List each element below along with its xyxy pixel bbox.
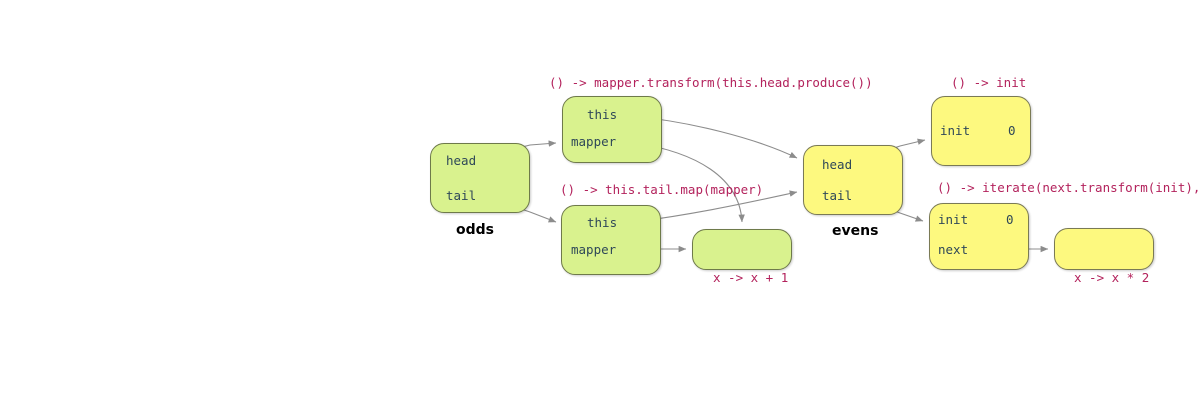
lambda-init-field-init-name: init [940,123,971,138]
node-evens[interactable] [803,145,903,215]
caption-plus-one: x -> x + 1 [713,270,789,285]
node-odds[interactable] [430,143,530,213]
lambda-map-field-this-name: this [587,215,618,230]
caption-odds: odds [456,222,494,238]
label-lambda-transform: () -> mapper.transform(this.head.produce… [549,75,873,90]
odds-field-tail-name: tail [446,188,477,203]
odds-field-head-name: head [446,153,477,168]
node-times-two[interactable] [1054,228,1154,270]
lambda-transform-field-this-name: this [587,107,618,122]
node-lambda-map[interactable] [561,205,661,275]
evens-field-head-name: head [822,157,853,172]
evens-field-tail-name: tail [822,188,853,203]
caption-evens: evens [832,223,879,239]
label-lambda-map: () -> this.tail.map(mapper) [560,182,764,197]
label-lambda-iterate: () -> iterate(next.transform(init), next… [937,180,1200,195]
caption-times-two: x -> x * 2 [1074,270,1150,285]
node-plus-one[interactable] [692,229,792,270]
lambda-iterate-field-init-value: 0 [1006,212,1014,227]
node-lambda-transform[interactable] [562,96,662,163]
lambda-map-field-mapper-name: mapper [571,242,617,257]
lambda-iterate-field-next-name: next [938,242,969,257]
label-lambda-init: () -> init [951,75,1027,90]
lambda-transform-field-mapper-name: mapper [571,134,617,149]
node-lambda-iterate[interactable] [929,203,1029,270]
lambda-init-field-init-value: 0 [1008,123,1016,138]
lambda-iterate-field-init-name: init [938,212,969,227]
node-lambda-init[interactable] [931,96,1031,166]
